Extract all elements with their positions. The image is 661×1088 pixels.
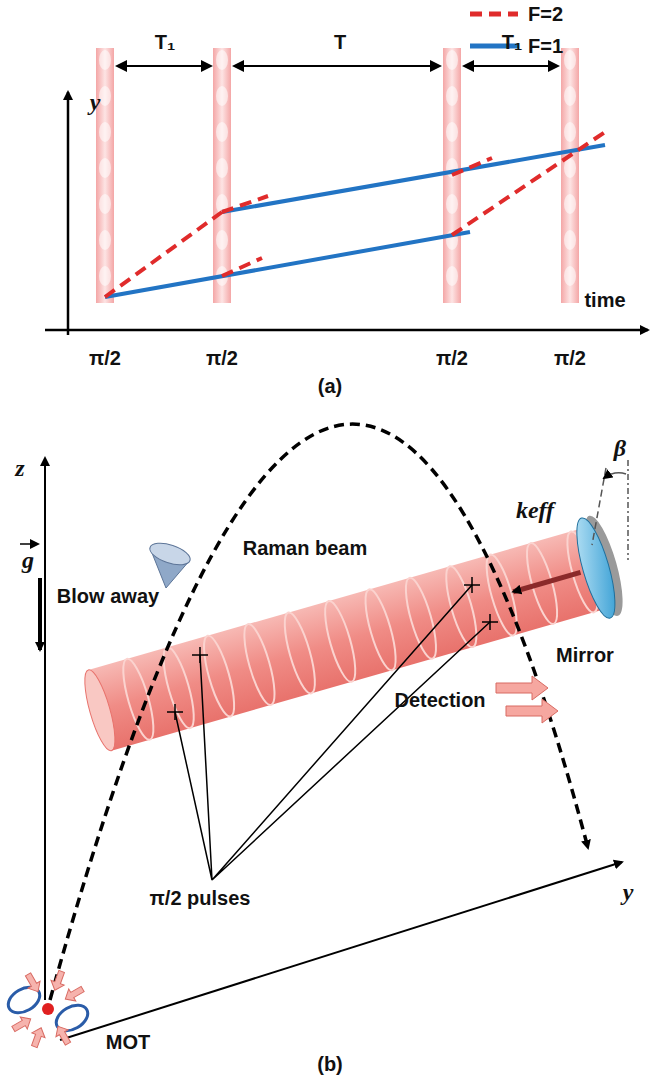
label: π/2 — [436, 348, 468, 368]
label: Raman beam — [243, 538, 368, 558]
label: β — [614, 436, 626, 460]
trajectories — [105, 132, 605, 297]
raman-beam — [76, 512, 630, 763]
label: keff — [516, 498, 554, 522]
label: g — [22, 548, 34, 572]
pulse-bar — [443, 48, 461, 303]
label: Blow away — [57, 586, 159, 606]
label: π/2 pulses — [150, 888, 251, 908]
mirror-tilt-angle — [592, 460, 628, 560]
pulse-marks — [167, 577, 498, 880]
label: time — [584, 290, 625, 310]
time-interval-arrows — [117, 65, 558, 67]
label: y — [623, 880, 634, 904]
label: π/2 — [89, 348, 121, 368]
legend-sample — [470, 12, 518, 17]
label: MOT — [106, 1032, 150, 1052]
label: y — [90, 90, 101, 114]
mot — [4, 969, 92, 1049]
label: (b) — [317, 1054, 343, 1074]
blow-away-beam — [147, 539, 193, 588]
label: T₁ — [155, 32, 176, 52]
label: π/2 — [206, 348, 238, 368]
label: T — [334, 32, 346, 52]
label: π/2 — [554, 348, 586, 368]
raman-pulse-bars — [96, 48, 579, 303]
label: Mirror — [556, 645, 614, 665]
label: Detection — [394, 690, 485, 710]
pulse-bar — [561, 48, 579, 303]
label: z — [15, 456, 24, 480]
axes-b — [20, 458, 622, 1040]
detection-beams — [496, 676, 558, 723]
pulse-bar — [96, 48, 114, 303]
legend-text: F=1 — [528, 36, 563, 56]
pulse-bar — [213, 48, 231, 303]
legend-text: F=2 — [528, 4, 563, 24]
label: T₁ — [502, 32, 523, 52]
label: (a) — [318, 376, 342, 396]
axes-a — [45, 92, 648, 335]
atom-trajectory — [50, 424, 588, 1000]
